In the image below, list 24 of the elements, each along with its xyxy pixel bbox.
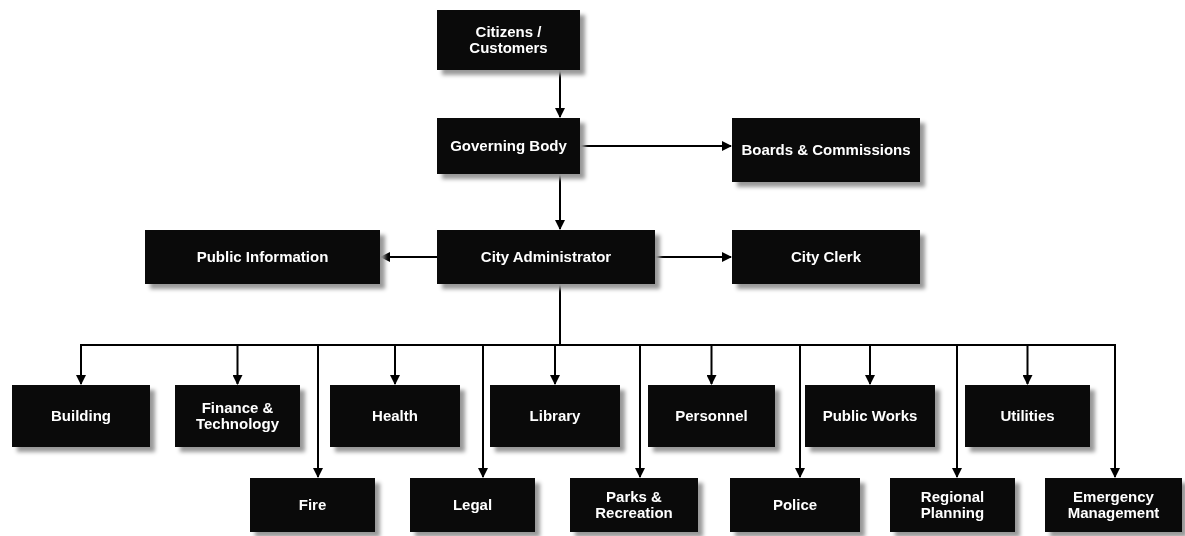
arrow (654, 252, 732, 262)
org-unit-box: Emergency Management (1045, 478, 1182, 532)
arrow (555, 69, 565, 118)
org-unit-box: Police (730, 478, 860, 532)
org-unit-box: Health (330, 385, 460, 447)
org-unit-box: Public Works (805, 385, 935, 447)
org-unit-box: Finance & Technology (175, 385, 300, 447)
arrow (555, 173, 565, 230)
org-unit-box: Boards & Commissions (732, 118, 920, 182)
arrow (380, 252, 438, 262)
org-unit-box: Building (12, 385, 150, 447)
org-unit-box: Parks & Recreation (570, 478, 698, 532)
org-unit-box: Legal (410, 478, 535, 532)
org-unit-box: Governing Body (437, 118, 580, 174)
org-unit-box: Fire (250, 478, 375, 532)
org-unit-box: Citizens / Customers (437, 10, 580, 70)
arrow (579, 141, 732, 151)
org-unit-box: Personnel (648, 385, 775, 447)
org-unit-box: City Clerk (732, 230, 920, 284)
org-unit-box: Library (490, 385, 620, 447)
org-unit-box: Utilities (965, 385, 1090, 447)
org-unit-box: City Administrator (437, 230, 655, 284)
org-unit-box: Public Information (145, 230, 380, 284)
org-unit-box: Regional Planning (890, 478, 1015, 532)
